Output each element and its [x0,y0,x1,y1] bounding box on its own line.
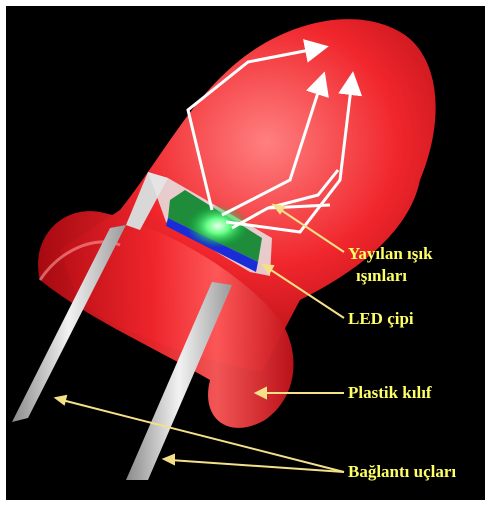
label-emitted-light-1: Yayılan ışık [348,244,433,264]
label-plastic-case: Plastik kılıf [348,383,432,403]
label-leads: Bağlantı uçları [348,462,456,482]
chip-glow [186,204,250,248]
label-emitted-light-2: ışınları [356,266,407,286]
label-led-chip: LED çipi [348,309,414,329]
